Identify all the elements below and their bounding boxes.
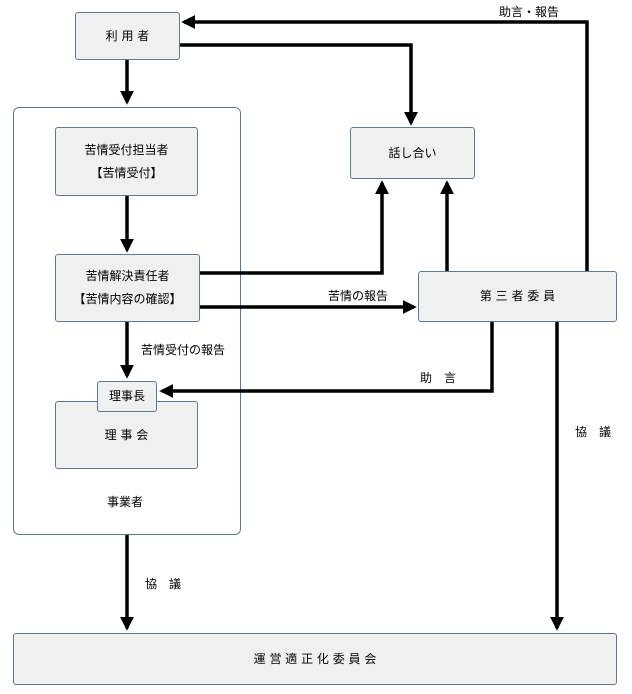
complaint-report-label: 苦情の報告 xyxy=(328,289,389,303)
consult-right-label: 協 議 xyxy=(575,425,612,439)
advice-report-label: 助言・報告 xyxy=(499,5,560,19)
arrow-third-party-to-chairman xyxy=(159,322,494,398)
third-party-box: 第 三 者 委 員 xyxy=(418,271,617,322)
complaint-receiver-box: 苦情受付担当者 【苦情受付】 xyxy=(55,127,198,196)
arrow-user-to-discussion xyxy=(180,43,418,126)
chairman-label: 理事長 xyxy=(108,389,145,404)
user-label: 利 用 者 xyxy=(105,28,150,43)
user-box: 利 用 者 xyxy=(75,12,180,60)
receipt-report-label: 苦情受付の報告 xyxy=(141,343,226,357)
receiver-title: 苦情受付担当者 xyxy=(84,142,169,157)
committee-box: 運 営 適 正 化 委 員 会 xyxy=(13,633,617,685)
arrow-resolver-to-discussion xyxy=(200,180,389,275)
committee-label: 運 営 適 正 化 委 員 会 xyxy=(253,651,377,666)
business-label: 事業者 xyxy=(107,495,144,509)
discussion-label: 話し合い xyxy=(388,145,437,160)
resolver-role: 【苦情内容の確認】 xyxy=(73,292,182,306)
arrow-third-party-to-user xyxy=(181,15,589,271)
discussion-box: 話し合い xyxy=(350,127,475,179)
resolver-title: 苦情解決責任者 xyxy=(85,269,170,284)
complaint-resolver-box: 苦情解決責任者 【苦情内容の確認】 xyxy=(55,254,200,322)
chairman-box: 理事長 xyxy=(97,381,157,412)
consult-left-label: 協 議 xyxy=(145,577,182,591)
board-label: 理 事 会 xyxy=(104,427,149,442)
advice-label: 助 言 xyxy=(420,371,457,385)
receiver-role: 【苦情受付】 xyxy=(90,165,163,180)
third-party-label: 第 三 者 委 員 xyxy=(479,289,556,304)
